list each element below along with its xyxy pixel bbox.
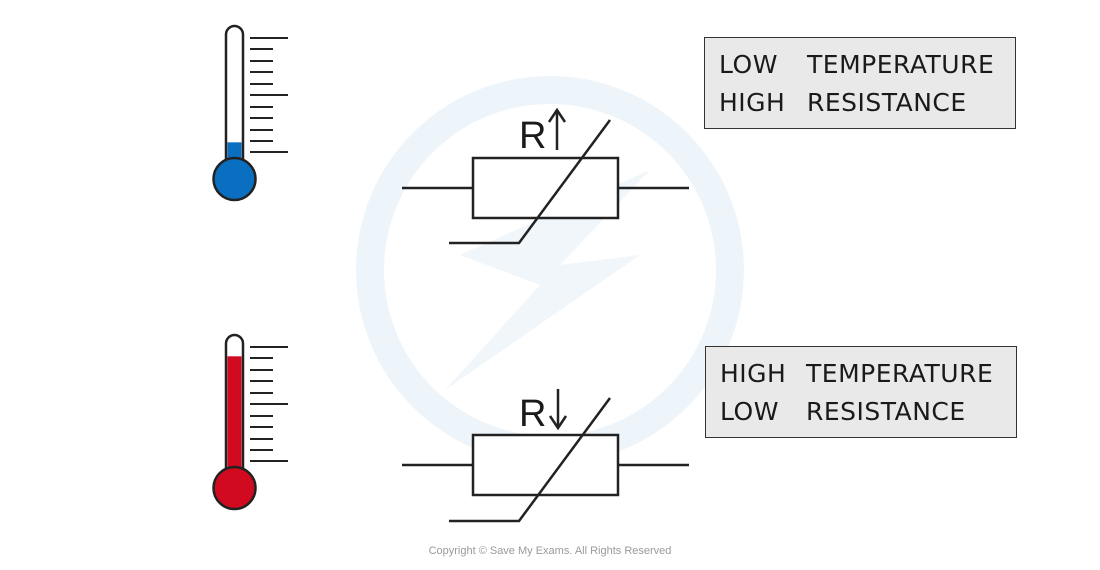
label-row: HIGH TEMPERATURE <box>720 355 1016 393</box>
thermistor-bottom-r-label: R <box>519 393 546 435</box>
resistance-level-label: LOW <box>720 397 779 426</box>
hot-mercury-column <box>227 356 242 482</box>
resistance-word-label: RESISTANCE <box>806 397 966 426</box>
copyright-notice: Copyright © Save My Exams. All Rights Re… <box>428 545 672 557</box>
watermark-logo <box>356 76 744 464</box>
thermistor-top-r-label: R <box>519 115 546 157</box>
label-row: HIGH RESISTANCE <box>719 84 1015 122</box>
label-row: LOW TEMPERATURE <box>719 46 1015 84</box>
temp-level-label: HIGH <box>720 359 787 388</box>
high-temp-low-resistance-box: HIGH TEMPERATURE LOW RESISTANCE <box>705 346 1017 438</box>
hot-bulb <box>212 465 257 511</box>
temp-word-label: TEMPERATURE <box>806 359 994 388</box>
temp-level-label: LOW <box>719 50 778 79</box>
cold-scale <box>250 37 288 153</box>
temp-word-label: TEMPERATURE <box>807 50 995 79</box>
thermistor-symbol-top <box>402 119 689 245</box>
label-row: LOW RESISTANCE <box>720 393 1016 431</box>
cold-thermometer <box>212 24 288 202</box>
arrow-down-icon <box>548 389 568 431</box>
hot-thermometer <box>212 333 288 511</box>
resistance-word-label: RESISTANCE <box>807 88 967 117</box>
hot-scale <box>250 346 288 462</box>
thermistor-symbol-bottom <box>402 397 689 523</box>
low-temp-high-resistance-box: LOW TEMPERATURE HIGH RESISTANCE <box>704 37 1016 129</box>
arrow-up-icon <box>547 107 567 150</box>
resistance-level-label: HIGH <box>719 88 786 117</box>
cold-bulb <box>212 156 257 202</box>
